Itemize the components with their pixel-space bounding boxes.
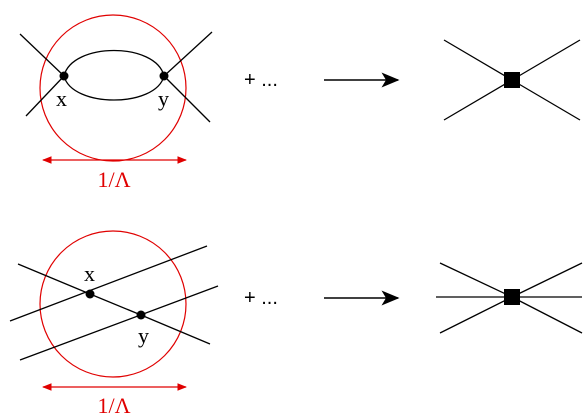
row2-effective-leg-lower-left (439, 296, 513, 334)
row2-vertex-y-dot (136, 310, 146, 320)
row2-effective-vertex-diagram (436, 262, 583, 334)
row2-external-leg-upper-left (17, 263, 91, 295)
row2-effective-leg-upper-right (511, 262, 583, 298)
row2-external-leg-lower-right (140, 314, 211, 345)
row1-vertex-y-dot (159, 71, 169, 81)
row1-effective-vertex-square (504, 72, 520, 88)
row2-external-line-from-x (9, 245, 208, 322)
row2-vertex-y-label: y (138, 323, 149, 348)
row1-effective-leg-lower-left (443, 79, 513, 121)
row1-external-leg-lower-left (25, 75, 65, 117)
row2-resolution-circle (39, 230, 187, 378)
row1-external-leg-lower-right (163, 75, 211, 123)
row2-effective-leg-lower-right (511, 296, 583, 334)
row2-plus-ellipsis: + ... (244, 287, 278, 309)
row1-vertex-x-dot (59, 71, 69, 81)
row1-loop-propagator-upper (63, 50, 165, 77)
row2-tree-diagram: x y 1/Λ (9, 230, 219, 417)
row1-loop-propagator-lower (63, 75, 165, 101)
row1-effective-leg-upper-right (511, 39, 581, 81)
row1-effective-leg-lower-right (511, 79, 581, 121)
row1-loop-diagram: x y 1/Λ (19, 14, 213, 192)
row1-external-leg-upper-left (19, 33, 65, 77)
row2-vertex-x-label: x (84, 261, 95, 286)
row1-external-leg-upper-right (163, 31, 213, 77)
row1-plus-ellipsis: + ... (244, 69, 278, 91)
row1-effective-vertex-diagram (443, 39, 581, 121)
row2-effective-leg-upper-left (439, 262, 513, 298)
row1-vertex-x-label: x (56, 86, 67, 111)
row2-external-line-through-y (19, 285, 219, 361)
row1-effective-leg-upper-left (443, 39, 513, 81)
row1-vertex-y-label: y (158, 86, 169, 111)
row1-scale-label: 1/Λ (97, 167, 130, 192)
row2-vertex-x-dot (85, 289, 95, 299)
row2-internal-propagator (89, 293, 142, 316)
row2-scale-label: 1/Λ (97, 393, 130, 417)
row2-effective-vertex-square (504, 289, 520, 305)
